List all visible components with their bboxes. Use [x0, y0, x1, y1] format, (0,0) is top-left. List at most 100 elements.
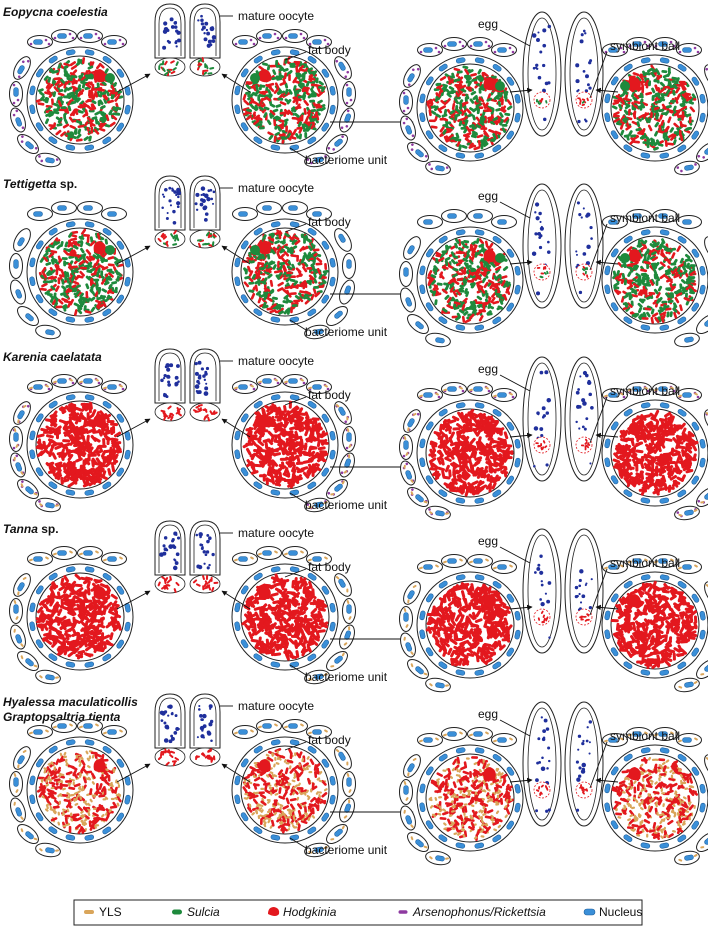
fat-body-cell [9, 253, 23, 279]
fat-body-cell [13, 401, 31, 425]
arsenophonus-cell [437, 50, 441, 54]
hodgkinia-cell [285, 125, 288, 133]
sulcia-cell [275, 59, 279, 66]
arsenophonus-cell [419, 50, 423, 54]
arsenophonus-cell [458, 40, 462, 44]
nucleus-icon [57, 33, 67, 39]
hodgkinia-cell [88, 453, 97, 457]
yolk-granule [579, 39, 584, 44]
nucleus-icon [33, 384, 43, 390]
nucleus-icon [13, 259, 19, 269]
hodgkinia-cell [635, 463, 639, 472]
nucleus-icon [29, 104, 36, 115]
hodgkinia-cell [690, 441, 699, 445]
hodgkinia-cell [57, 100, 63, 107]
yolk-granule [205, 28, 209, 32]
hodgkinia-cell [461, 485, 466, 494]
arsenophonus-cell [511, 395, 515, 399]
nucleus-icon [13, 432, 19, 442]
species-name: Tettigetta sp. [3, 177, 77, 191]
hodgkinia-cell [81, 57, 86, 65]
label-fat-body: fat body [308, 43, 351, 57]
yolk-granule [578, 290, 583, 295]
arsenophonus-cell [487, 389, 491, 393]
yolk-granule [578, 427, 581, 430]
sulcia-blob [105, 245, 115, 255]
fat-body-cell [9, 426, 23, 452]
hodgkinia-cell [86, 104, 93, 111]
arsenophonus-cell [12, 101, 16, 105]
mature-oocyte-left [154, 175, 186, 249]
yolk-granule [537, 75, 542, 80]
yolk-granule [194, 384, 200, 389]
fat-body-cell [339, 452, 355, 478]
yolk-granule [586, 212, 591, 217]
yolk-granule [204, 21, 209, 26]
hodgkinia-cell [109, 121, 116, 127]
fat-body-cell [676, 43, 702, 57]
hodgkinia-cell [318, 439, 327, 443]
yolk-granule [209, 26, 215, 32]
hodgkinia-cell [303, 99, 309, 106]
hodgkinia-cell [310, 83, 318, 87]
yolk-granule [169, 204, 173, 207]
nucleus-icon [83, 378, 93, 384]
yolk-granule [162, 45, 167, 50]
hodgkinia-cell [316, 86, 321, 93]
hodgkinia-cell [287, 109, 294, 116]
yolk-granule [161, 193, 165, 196]
sulcia-cell [670, 262, 677, 266]
nucleus-icon [473, 213, 483, 219]
arsenophonus-cell [47, 387, 51, 391]
fat-body-cell [51, 201, 77, 215]
yolk-granule [209, 188, 213, 192]
yolk-granule [577, 119, 581, 124]
nucleus-icon [116, 122, 125, 132]
yolk-granule [542, 43, 547, 48]
sulcia-cell [53, 110, 60, 115]
yolk-granule [581, 398, 586, 403]
hodgkinia-cell [302, 86, 310, 90]
hodgkinia-cell [295, 96, 302, 102]
fat-body-cell [674, 160, 700, 176]
hodgkinia-cell [289, 292, 297, 296]
nucleus-icon [107, 39, 117, 45]
arsenophonus-cell [696, 50, 700, 54]
label-symbiont-ball: symbiont ball [610, 211, 680, 225]
symbiont-cell [166, 69, 171, 73]
nucleus-icon [57, 205, 67, 211]
yolk-granule [201, 28, 204, 31]
sulcia-cell [102, 258, 109, 262]
sulcia-cell [263, 112, 268, 118]
sulcia-cell [65, 95, 72, 99]
fat-body-cell [101, 35, 127, 49]
hodgkinia-cell [304, 120, 311, 127]
sulcia-cell [254, 90, 260, 96]
sulcia-cell [303, 123, 309, 129]
hodgkinia-cell [478, 309, 486, 312]
hodgkinia-cell [641, 317, 649, 320]
nucleus-icon [497, 47, 507, 53]
nucleus-icon [35, 68, 44, 78]
hodgkinia-cell [295, 65, 299, 73]
hodgkinia-cell [114, 95, 120, 102]
hodgkinia-cell [65, 107, 70, 114]
sulcia-cell [101, 80, 107, 86]
fat-body-cell [425, 160, 451, 176]
egg-inner [569, 17, 599, 131]
sulcia-cell [48, 69, 55, 74]
fat-body-cell [676, 215, 702, 229]
hodgkinia-cell [313, 103, 321, 107]
hodgkinia-cell [293, 299, 301, 303]
hodgkinia-cell [243, 99, 250, 106]
nucleus-icon [83, 205, 93, 211]
oocyte-outline [189, 175, 221, 231]
yolk-granule [172, 209, 176, 214]
sulcia-cell [275, 116, 281, 121]
egg-inner [527, 189, 557, 303]
arsenophonus-cell [97, 381, 101, 385]
sulcia-cell [104, 68, 109, 74]
nucleus-icon [447, 213, 457, 219]
hodgkinia-cell [55, 268, 59, 276]
